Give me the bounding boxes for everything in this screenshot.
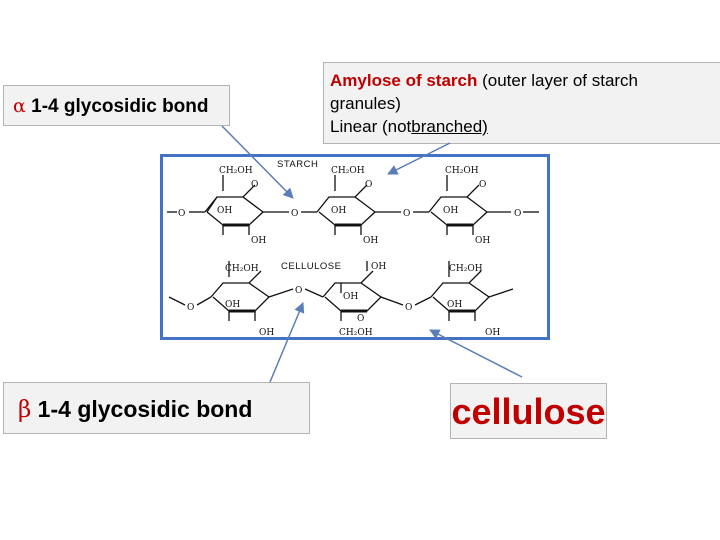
starch-link-o-4: O [514,209,521,219]
cellulose-link-o-1: O [295,286,302,296]
starch-oh-1: OH [217,206,232,216]
starch-oh-6: OH [475,236,490,246]
amylose-line-1-rest: (outer layer of starch [477,71,639,90]
alpha-symbol: α [13,95,26,117]
cellulose-oh-4: OH [485,328,500,337]
cellulose-oh-top: OH [371,262,386,272]
cellulose-header: CELLULOSE [281,261,341,272]
starch-oh-2: OH [331,206,346,216]
beta-bond-label: 1-4 glycosidic bond [31,396,253,422]
alpha-bond-label: 1-4 glycosidic bond [25,96,209,117]
starch-link-o-1: O [178,209,185,219]
cellulose-callout: cellulose [450,383,607,439]
beta-bond-callout: β 1-4 glycosidic bond [3,382,310,434]
starch-ring-o-2: O [365,180,372,190]
alpha-bond-callout: α 1-4 glycosidic bond [3,85,230,126]
structure-figure-frame: STARCH CELLULOSE CH₂OH CH₂OH CH₂OH O O O… [160,154,550,340]
cellulose-oh-2: OH [447,300,462,310]
amylose-line-3: Linear (notbranched) [330,115,720,138]
cellulose-link-o-2: O [187,303,194,313]
starch-ch2oh-1: CH₂OH [219,166,253,176]
cellulose-ch2oh-2: CH₂OH [449,264,483,274]
starch-ring-o-3: O [479,180,486,190]
starch-oh-3: OH [443,206,458,216]
starch-oh-5: OH [363,236,378,246]
starch-ch2oh-3: CH₂OH [445,166,479,176]
starch-link-o-3: O [403,209,410,219]
starch-link-o-2: O [291,209,298,219]
amylose-line-3-b: branched) [411,117,488,136]
amylose-callout: Amylose of starch (outer layer of starch… [323,62,720,144]
cellulose-ch2oh-1: CH₂OH [225,264,259,274]
starch-ch2oh-2: CH₂OH [331,166,365,176]
starch-header: STARCH [277,159,318,170]
amylose-line-1: Amylose of starch (outer layer of starch [330,69,720,92]
cellulose-oh-1: OH [225,300,240,310]
starch-oh-4: OH [251,236,266,246]
cellulose-ring-o: O [357,314,364,324]
cellulose-link-o-3: O [405,303,412,313]
starch-ring-o-1: O [251,180,258,190]
beta-symbol: β [18,397,32,423]
amylose-emphasis: Amylose of starch [330,71,478,90]
amylose-line-3-a: Linear (not [330,117,412,136]
cellulose-oh-3: OH [259,328,274,337]
cellulose-oh-mid: OH [343,292,358,302]
structure-figure: STARCH CELLULOSE CH₂OH CH₂OH CH₂OH O O O… [167,159,539,337]
cellulose-label: cellulose [451,391,606,432]
amylose-line-2: granules) [330,94,401,113]
cellulose-ch2oh-3: CH₂OH [339,328,373,337]
